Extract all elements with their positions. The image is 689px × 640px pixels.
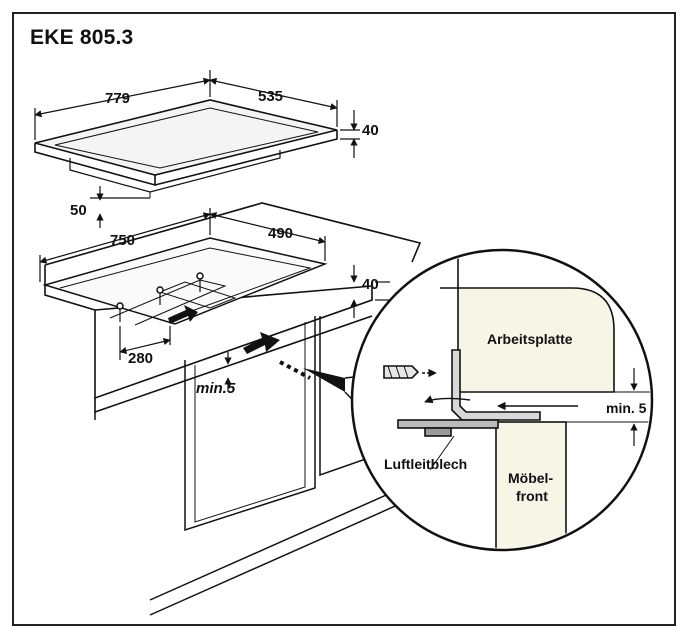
dim-bracket-offset: 280 [128, 350, 154, 367]
dim-worktop-thickness: 40 [362, 276, 379, 293]
dim-cutout-depth: 490 [268, 225, 294, 242]
model-title: EKE 805.3 [30, 26, 134, 49]
hob-appliance [34, 99, 338, 198]
airflow-arrow [168, 305, 198, 324]
label-front-line1: Möbel- [508, 470, 554, 486]
dim-cutout-width: 750 [110, 232, 136, 249]
dim-hob-height: 40 [362, 122, 379, 139]
dim-undercut: 50 [70, 202, 87, 219]
dim-hob-width: 779 [105, 90, 131, 107]
label-front-line2: front [516, 488, 548, 504]
cutout-dimension-lines [39, 208, 390, 360]
label-worktop: Arbeitsplatte [487, 331, 573, 347]
dim-gap-front: min.5 [196, 380, 236, 397]
dim-gap-detail: min. 5 [606, 400, 647, 416]
hob-dimension-lines [34, 70, 360, 228]
dim-hob-depth: 535 [258, 88, 284, 105]
label-deflector: Luftleitblech [384, 456, 468, 472]
detail-zoom [350, 248, 654, 552]
